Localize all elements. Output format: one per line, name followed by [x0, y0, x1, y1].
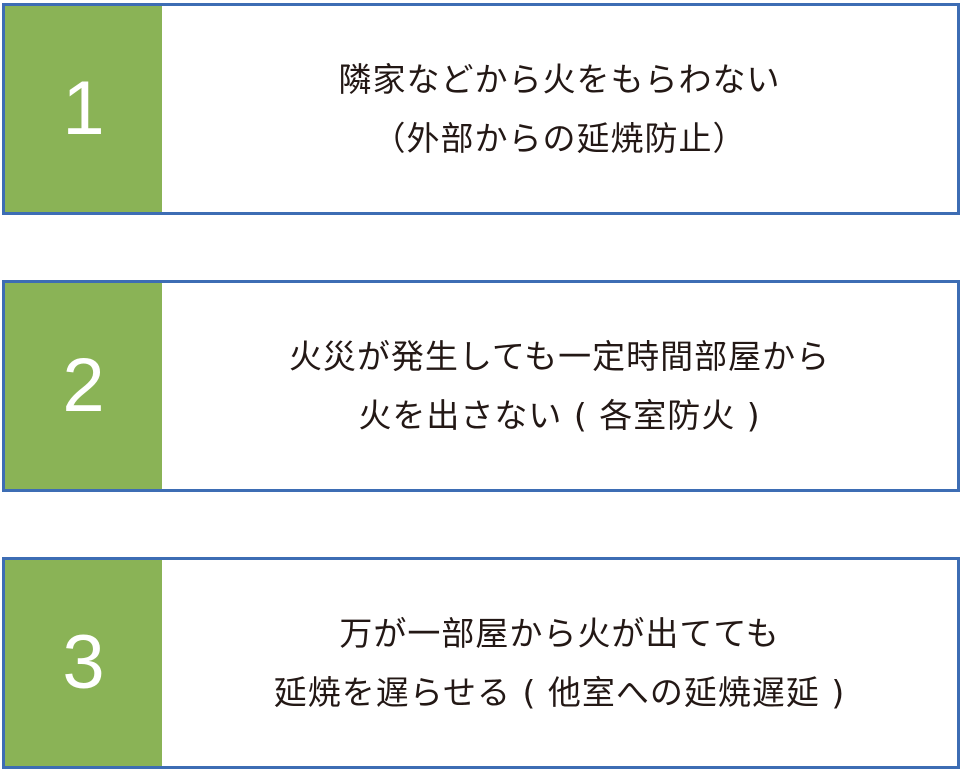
list-item-1: 1 隣家などから火をもらわない （外部からの延焼防止）: [2, 3, 960, 215]
item-text: 隣家などから火をもらわない （外部からの延焼防止）: [162, 6, 957, 212]
item-text-line-1: 万が一部屋から火が出てても: [339, 613, 780, 653]
item-text-line-1: 隣家などから火をもらわない: [338, 59, 781, 99]
item-number: 3: [62, 620, 105, 705]
list-item-3: 3 万が一部屋から火が出てても 延焼を遅らせる ( 他室への延焼遅延 ): [2, 557, 960, 769]
item-number-box: 2: [5, 283, 162, 489]
list-item-2: 2 火災が発生しても一定時間部屋から 火を出さない ( 各室防火 ): [2, 280, 960, 492]
item-text: 火災が発生しても一定時間部屋から 火を出さない ( 各室防火 ): [162, 283, 957, 489]
item-number-box: 3: [5, 560, 162, 766]
item-text: 万が一部屋から火が出てても 延焼を遅らせる ( 他室への延焼遅延 ): [162, 560, 957, 766]
item-number: 2: [62, 343, 105, 428]
item-text-line-2: 延焼を遅らせる ( 他室への延焼遅延 ): [273, 673, 846, 712]
item-number-box: 1: [5, 6, 162, 212]
item-number: 1: [62, 66, 105, 151]
item-text-line-2: 火を出さない ( 各室防火 ): [358, 396, 761, 435]
item-text-line-2: （外部からの延焼防止）: [372, 119, 747, 158]
item-text-line-1: 火災が発生しても一定時間部屋から: [288, 336, 831, 376]
